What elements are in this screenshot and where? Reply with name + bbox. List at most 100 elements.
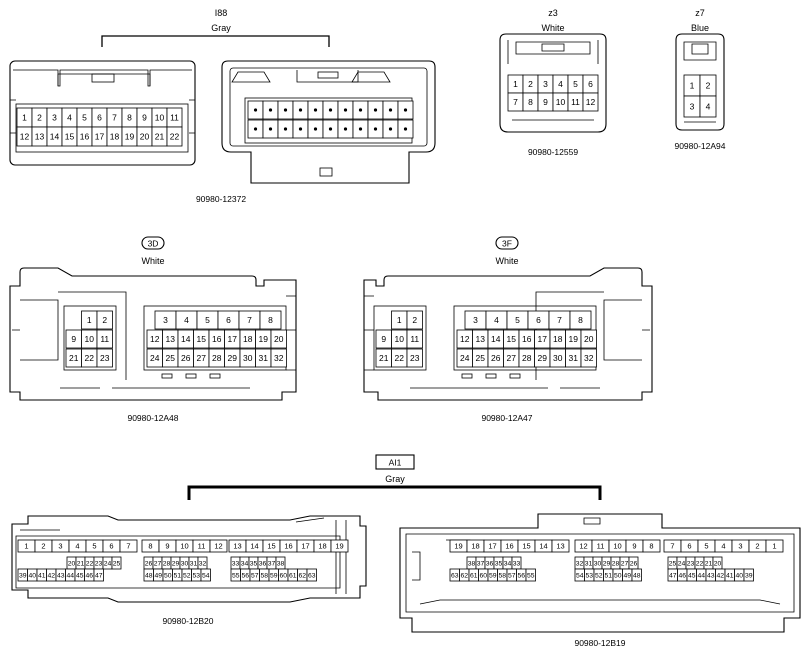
pin-number: 5 bbox=[704, 542, 708, 551]
pin-number: 9 bbox=[543, 97, 548, 107]
pin-number: 17 bbox=[538, 334, 548, 344]
pin-number: 50 bbox=[614, 572, 622, 579]
pin-number: 2 bbox=[41, 542, 45, 551]
pin-number: 1 bbox=[513, 79, 518, 89]
pin-cell bbox=[699, 95, 717, 118]
pin-number: 16 bbox=[212, 334, 222, 344]
pin-cell bbox=[259, 310, 282, 330]
pin-number: 42 bbox=[716, 572, 724, 579]
pair-bracket-ai1 bbox=[187, 485, 602, 500]
pin-number: 22 bbox=[395, 353, 405, 363]
housing-lock-tab bbox=[91, 73, 115, 83]
pin-number: 45 bbox=[688, 572, 696, 579]
connector-code-z3: z3 bbox=[548, 8, 558, 18]
pin-number: 56 bbox=[241, 572, 249, 579]
pin-number: 16 bbox=[505, 542, 513, 551]
pin-number: 7 bbox=[112, 113, 117, 123]
pin-number: 4 bbox=[67, 113, 72, 123]
pin-number: 12 bbox=[214, 542, 222, 551]
pin-number: 20 bbox=[68, 560, 76, 567]
pin-number: 25 bbox=[113, 560, 121, 567]
pin-number: 1 bbox=[397, 315, 402, 325]
pin-terminal bbox=[388, 127, 393, 131]
pin-number: 13 bbox=[233, 542, 241, 551]
pin-number: 13 bbox=[476, 334, 486, 344]
pin-number: 17 bbox=[301, 542, 309, 551]
pin-number: 53 bbox=[585, 572, 593, 579]
pin-number: 29 bbox=[172, 560, 180, 567]
pin-number: 28 bbox=[212, 353, 222, 363]
pin-terminal bbox=[298, 127, 303, 131]
pin-number: 1 bbox=[772, 542, 776, 551]
pin-number: 16 bbox=[522, 334, 532, 344]
pin-number: 33 bbox=[513, 560, 521, 567]
pin-cell bbox=[525, 568, 536, 582]
pin-number: 29 bbox=[603, 560, 611, 567]
housing-lock-slot bbox=[296, 70, 359, 83]
pin-number: 52 bbox=[183, 572, 191, 579]
pin-cell bbox=[765, 539, 784, 553]
part-number-z7: 90980-12A94 bbox=[674, 141, 725, 151]
pin-cell bbox=[330, 539, 349, 553]
pin-number: 2 bbox=[528, 79, 533, 89]
pin-number: 17 bbox=[488, 542, 496, 551]
pin-number: 31 bbox=[190, 560, 198, 567]
pin-number: 46 bbox=[85, 572, 93, 579]
pin-terminal bbox=[283, 108, 288, 112]
pin-number: 20 bbox=[714, 560, 722, 567]
pin-area bbox=[15, 103, 189, 153]
pin-cell bbox=[743, 568, 754, 582]
pin-cell bbox=[406, 348, 423, 368]
connector-code-box bbox=[375, 454, 415, 470]
pin-number: 3 bbox=[58, 542, 62, 551]
pin-number: 6 bbox=[226, 315, 231, 325]
pin-number: 12 bbox=[460, 334, 470, 344]
pin-number: 1 bbox=[690, 81, 695, 91]
pin-number: 6 bbox=[687, 542, 691, 551]
pin-number: 29 bbox=[538, 353, 548, 363]
pin-number: 4 bbox=[494, 315, 499, 325]
pin-number: 5 bbox=[573, 79, 578, 89]
pin-number: 24 bbox=[104, 560, 112, 567]
pin-number: 6 bbox=[109, 542, 113, 551]
pin-number: 14 bbox=[491, 334, 501, 344]
connector-i88-male bbox=[221, 60, 436, 184]
pin-number: 25 bbox=[166, 353, 176, 363]
housing-details bbox=[12, 291, 296, 389]
pin-number: 13 bbox=[166, 334, 176, 344]
pin-number: 3 bbox=[690, 102, 695, 112]
pin-number: 5 bbox=[92, 542, 96, 551]
pin-number: 9 bbox=[71, 334, 76, 344]
pin-terminal bbox=[268, 127, 273, 131]
pin-number: 22 bbox=[85, 353, 95, 363]
pin-number: 29 bbox=[228, 353, 238, 363]
pin-number: 44 bbox=[66, 572, 74, 579]
pin-number: 3 bbox=[738, 542, 742, 551]
pin-number: 7 bbox=[247, 315, 252, 325]
pin-number: 38 bbox=[277, 560, 285, 567]
pin-terminal bbox=[403, 108, 408, 112]
pin-number: 57 bbox=[508, 572, 516, 579]
pin-number: 44 bbox=[697, 572, 705, 579]
pin-number: 56 bbox=[517, 572, 525, 579]
pin-number: 24 bbox=[150, 353, 160, 363]
housing-inner-edge bbox=[229, 67, 428, 147]
pin-number: 9 bbox=[142, 113, 147, 123]
pin-number: 48 bbox=[633, 572, 641, 579]
pin-number: 27 bbox=[197, 353, 207, 363]
pin-number: 12 bbox=[150, 334, 160, 344]
pin-number: 25 bbox=[476, 353, 486, 363]
housing-key bbox=[485, 373, 497, 379]
pin-number: 8 bbox=[127, 113, 132, 123]
pin-number: 15 bbox=[267, 542, 275, 551]
pin-number: 50 bbox=[164, 572, 172, 579]
part-number-ai1-left: 90980-12B20 bbox=[162, 616, 213, 626]
pin-number: 11 bbox=[170, 113, 179, 123]
